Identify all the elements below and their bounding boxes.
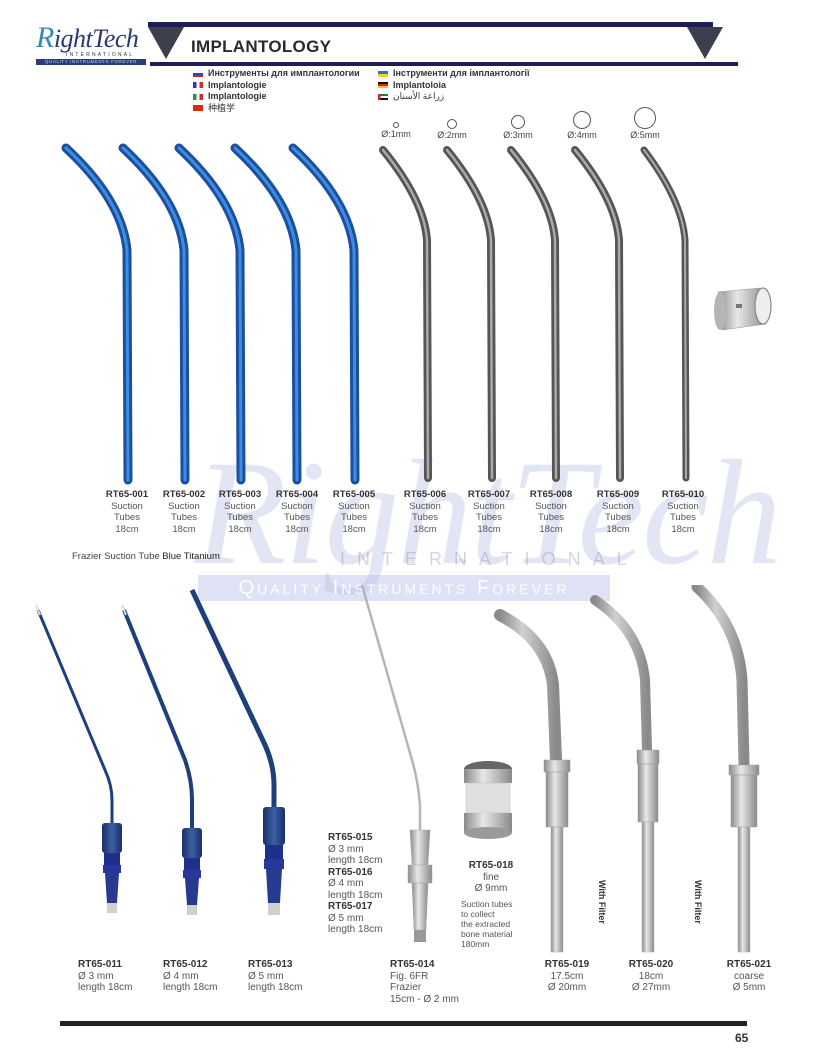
brand-wordmark: RightTech	[36, 21, 139, 54]
tube-rt65-009-image	[571, 146, 624, 482]
brand-logo: RightTech INTERNATIONAL QUALITY INSTRUME…	[36, 21, 146, 65]
tube-rt65-006-image	[379, 146, 432, 482]
flag-italy-icon	[193, 93, 203, 100]
header-left-triangle-icon	[148, 27, 184, 59]
instrument-rt65-012-image	[121, 604, 202, 915]
translations-left: Инструменты для имплантологии Implantolo…	[193, 68, 360, 114]
translation-it: Implantologie	[193, 91, 360, 103]
translations-right: Інструменти для імплантології Implantolo…	[378, 68, 530, 103]
tube-rt65-003-image	[174, 143, 246, 485]
watermark-tagline: Quality Instruments Forever	[198, 575, 610, 601]
tube-rt65-002-image	[118, 143, 190, 485]
tube-rt65-001-image	[61, 143, 133, 485]
instrument-rt65-011-image	[35, 604, 122, 913]
watermark-international: INTERNATIONAL	[340, 549, 639, 569]
circle-icon	[573, 111, 591, 129]
instrument-rt65-018-image	[464, 761, 512, 839]
circle-icon	[634, 107, 656, 129]
diameter-5mm: Ø:5mm	[623, 107, 667, 140]
bottom-instruments-illustration	[35, 585, 760, 953]
flag-france-icon	[193, 82, 203, 89]
flag-russia-icon	[193, 70, 203, 77]
translation-ua: Інструменти для імплантології	[378, 68, 530, 80]
page-title: IMPLANTOLOGY	[191, 37, 332, 56]
translation-ru: Инструменты для имплантологии	[193, 68, 360, 80]
flag-china-icon	[193, 105, 203, 112]
with-filter-label-2: With Filter	[693, 880, 703, 924]
diameter-2mm: Ø:2mm	[430, 119, 474, 140]
header-right-triangle-icon	[687, 27, 723, 59]
section-caption: Frazier Suction Tube Blue Titanium	[72, 551, 220, 562]
translation-fr: Implantologie	[193, 80, 360, 92]
flag-germany-icon	[378, 82, 388, 89]
flag-uae-icon	[378, 93, 388, 100]
tube-rt65-010-image	[640, 146, 690, 482]
translation-cn: 种植学	[193, 103, 360, 115]
circle-icon	[393, 122, 399, 128]
header-bottom-rule	[150, 62, 738, 66]
tube-rt65-008-image	[507, 146, 560, 482]
instrument-rt65-013-image	[189, 588, 285, 915]
top-tubes-illustration	[61, 143, 690, 485]
footer-rule	[60, 1021, 747, 1026]
instrument-rt65-020-image	[590, 595, 660, 953]
brand-tagline: QUALITY INSTRUMENTS FOREVER	[36, 59, 146, 65]
flag-ukraine-icon	[378, 70, 388, 77]
translation-de: Implantoloia	[378, 80, 530, 92]
adapter-cylinder-image	[714, 287, 772, 331]
diameter-3mm: Ø:3mm	[496, 115, 540, 140]
with-filter-label-1: With Filter	[597, 880, 607, 924]
diameter-4mm: Ø:4mm	[560, 111, 604, 140]
circle-icon	[447, 119, 457, 129]
page-number: 65	[735, 1031, 749, 1045]
tube-rt65-004-image	[230, 143, 302, 485]
tube-rt65-005-image	[288, 143, 360, 485]
brand-subtitle: INTERNATIONAL	[66, 52, 135, 58]
header-top-rule	[148, 22, 713, 27]
diameter-1mm: Ø:1mm	[374, 122, 418, 139]
tube-rt65-007-image	[443, 146, 496, 482]
circle-icon	[511, 115, 525, 129]
instrument-rt65-021-image	[691, 585, 760, 953]
instrument-rt65-014-image	[360, 585, 433, 942]
instrument-rt65-019-image	[494, 609, 571, 953]
translation-ae: زراعة الأسنان	[378, 91, 530, 103]
